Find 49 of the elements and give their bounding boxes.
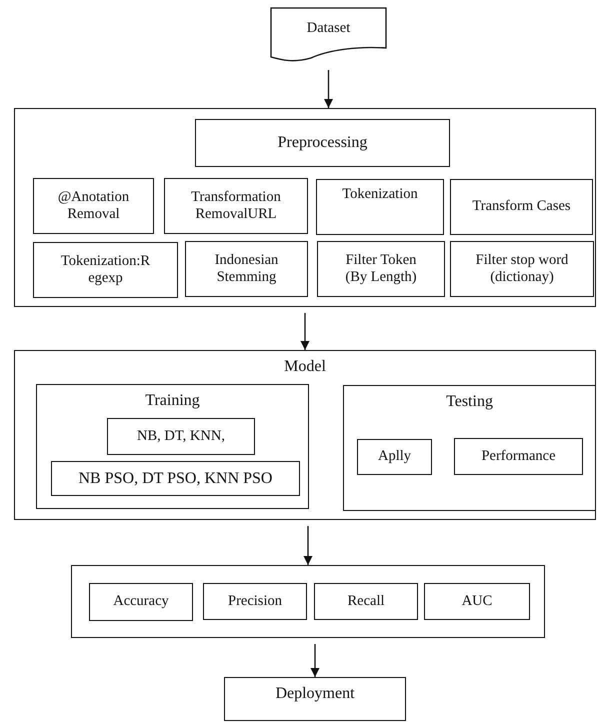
box-label: Aplly [378,448,412,466]
process-box [107,418,255,455]
process-box [357,439,432,475]
process-box [14,350,596,520]
box-label: Filter stop word (dictionay) [474,252,570,286]
process-box [33,242,178,298]
process-box [36,384,309,509]
box-label: @Anotation Removal [56,188,130,224]
process-box [51,461,300,496]
process-box [203,583,307,620]
process-box [164,178,308,234]
arrow [324,70,333,108]
group-title: Model [284,357,326,376]
box-label: Performance [481,448,556,466]
process-box [454,438,583,475]
process-box [185,241,308,297]
process-box [314,583,418,620]
process-box [316,179,444,235]
box-label: Dataset [306,20,350,38]
arrow [300,313,310,350]
box-label: NB PSO, DT PSO, KNN PSO [78,468,272,488]
box-label: Tokenization:R egexp [60,252,152,288]
box-label: Filter Token (By Length) [344,252,418,286]
box-label: Transform Cases [472,198,571,216]
process-box [450,179,593,235]
box-label: Accuracy [113,593,169,611]
box-label: Deployment [275,684,355,704]
box-label: Preprocessing [278,133,368,153]
arrow [310,644,320,677]
arrow [304,526,312,565]
box-label: Transformation RemovalURL [190,188,282,224]
group-title: Testing [446,392,493,412]
process-box [343,385,596,511]
process-box [450,241,594,297]
process-box [424,583,530,620]
process-box [33,178,154,234]
process-box [195,119,450,167]
box-label: Recall [347,592,385,610]
box-label: NB, DT, KNN, [137,428,225,446]
process-box [317,241,445,297]
process-box [89,583,193,621]
process-box [224,677,406,721]
group-box [14,108,596,307]
group-title: Training [145,391,200,410]
group-box [71,565,545,638]
box-label: Indonesian Stemming [214,252,280,286]
box-label: AUC [462,592,492,610]
box-label: Precision [228,592,282,610]
box-label: Tokenization [342,186,418,204]
